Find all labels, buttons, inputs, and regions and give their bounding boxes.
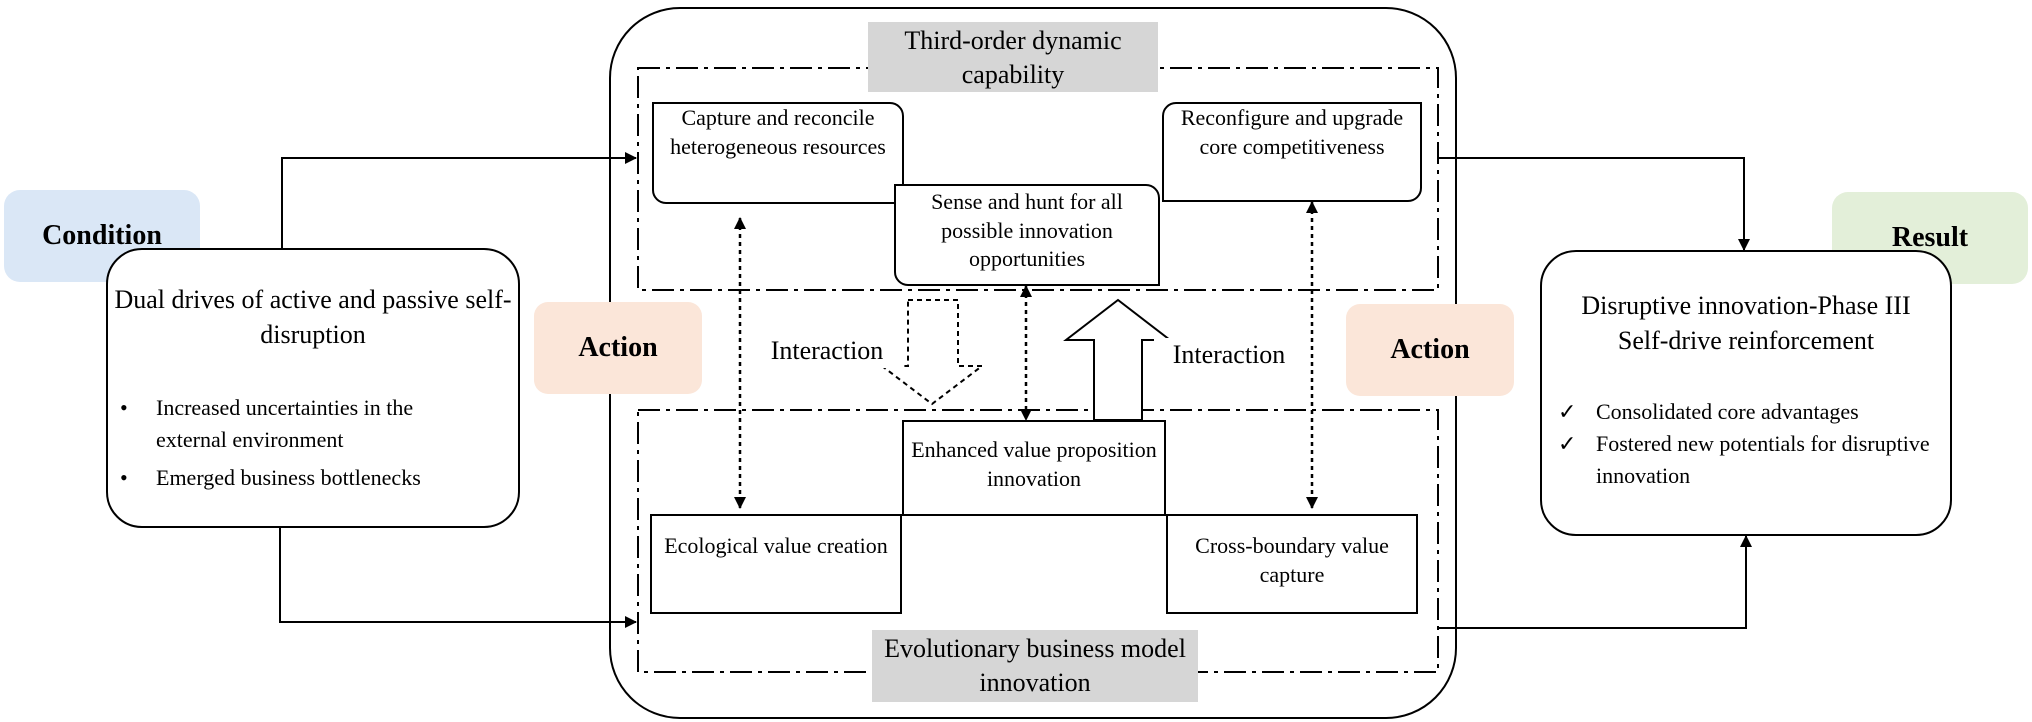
condition-bullets: Increased uncertainties in the external … [116, 392, 486, 494]
condition-tag: Condition [4, 190, 200, 282]
result-tag-label: Result [1891, 222, 1969, 253]
cross-boundary-text: Cross-boundary value capture [1195, 533, 1389, 587]
reconfigure-box [1162, 102, 1422, 202]
evolutionary-title: Evolutionary business model innovation [872, 630, 1198, 702]
bottom-to-result-arrow [1438, 535, 1752, 629]
third-order-title: Third-order dynamic capability [868, 22, 1158, 92]
result-title: Disruptive innovation-Phase III Self-dri… [1581, 291, 1911, 356]
condition-tag-label: Condition [42, 220, 162, 251]
ecological-text: Ecological value creation [664, 533, 888, 558]
top-to-result-arrow [1438, 157, 1750, 251]
result-bullet-2: Fostered new potentials for disruptive i… [1556, 428, 1936, 492]
reconfigure-text: Reconfigure and upgrade core competitive… [1180, 105, 1404, 159]
result-bullets: Consolidated core advantages Fostered ne… [1556, 396, 1936, 492]
interaction-up-arrow [1063, 298, 1173, 421]
interaction-label-left: Interaction [752, 334, 902, 368]
interaction-label-right: Interaction [1154, 338, 1304, 372]
sense-box [894, 184, 1160, 286]
condition-bullet-2: Emerged business bottlenecks [116, 462, 486, 494]
sense-text: Sense and hunt for all possible innovati… [931, 189, 1123, 272]
action-tag-left: Action [534, 302, 702, 394]
ecological-box [650, 514, 902, 614]
action-tag-left-label: Action [578, 332, 658, 363]
enhanced-text: Enhanced value proposition innovation [911, 437, 1157, 491]
condition-title: Dual drives of active and passive self-d… [114, 285, 512, 350]
result-bullet-1: Consolidated core advantages [1556, 396, 1936, 428]
condition-bullet-1: Increased uncertainties in the external … [116, 392, 486, 456]
action-tag-right: Action [1346, 304, 1514, 396]
condition-to-capture-arrow [281, 152, 637, 248]
capture-text: Capture and reconcile heterogeneous reso… [670, 105, 886, 159]
interaction-down-arrow [879, 299, 985, 406]
enhanced-box [902, 420, 1166, 516]
capture-box [652, 102, 904, 204]
action-tag-right-label: Action [1390, 334, 1470, 365]
condition-to-bottom-arrow [279, 528, 637, 628]
cross-boundary-box [1166, 514, 1418, 614]
